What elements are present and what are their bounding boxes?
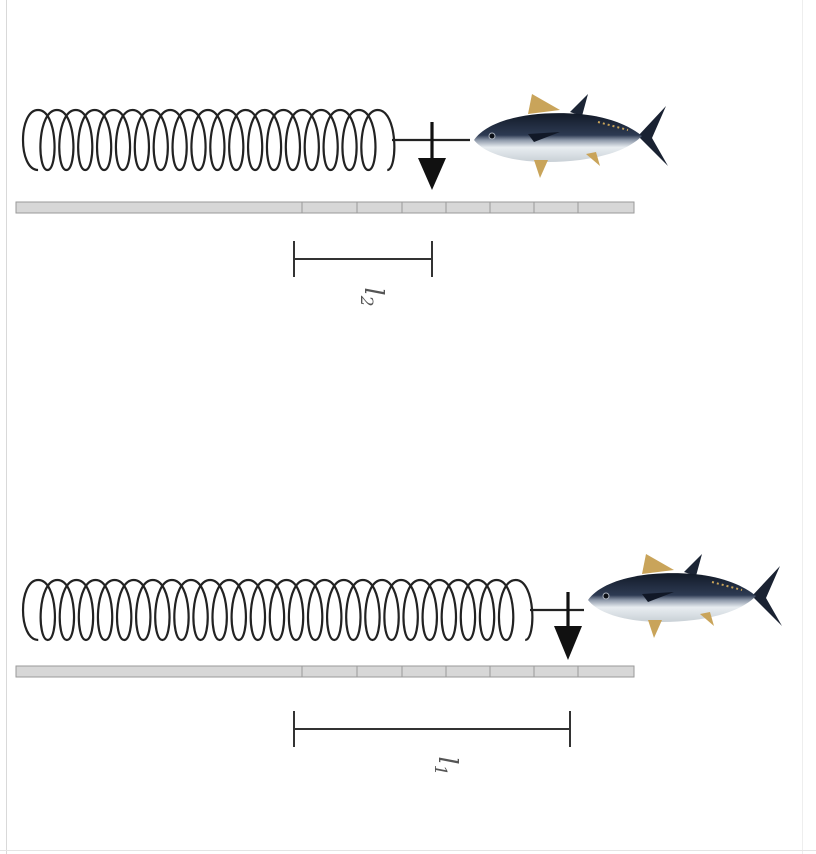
svg-text:l1: l1 xyxy=(431,756,463,775)
bottom-dimension xyxy=(293,711,571,747)
tail-fin xyxy=(638,106,668,166)
top-spring xyxy=(22,108,470,172)
length-subscript: 1 xyxy=(431,765,451,776)
left-border xyxy=(6,0,7,854)
bottom-arrow xyxy=(554,592,582,660)
svg-text:l2: l2 xyxy=(357,287,389,306)
fish-body xyxy=(474,113,642,162)
tuna-fish-icon xyxy=(474,94,668,178)
bottom-length-label: l1 xyxy=(431,756,463,775)
ruler-ticks xyxy=(301,666,579,677)
tuna-fish-icon xyxy=(588,554,782,638)
tail-fin xyxy=(752,566,782,626)
pectoral-fin xyxy=(528,132,560,142)
finlets xyxy=(597,121,629,131)
second-dorsal-fin xyxy=(684,554,702,576)
right-border xyxy=(802,0,803,854)
second-dorsal-fin xyxy=(570,94,588,116)
spring-icon xyxy=(22,578,534,642)
pelvic-fin xyxy=(648,620,662,638)
fish-eye xyxy=(602,592,610,600)
fish-eye xyxy=(488,132,496,140)
fish-body xyxy=(588,573,756,622)
bottom-spring xyxy=(22,578,584,642)
top-arrow xyxy=(418,122,446,190)
ruler-icon xyxy=(15,665,635,678)
top-panel: l2 xyxy=(15,94,668,307)
length-symbol: l xyxy=(358,287,388,295)
arrow-down-icon xyxy=(418,158,446,190)
anal-fin xyxy=(586,152,600,166)
pelvic-fin xyxy=(534,160,548,178)
dorsal-fin xyxy=(642,554,674,574)
ruler-icon xyxy=(15,201,635,214)
top-fish xyxy=(474,94,668,178)
bottom-ruler xyxy=(15,665,635,678)
ruler-ticks xyxy=(301,202,579,213)
spring-icon xyxy=(22,108,396,172)
bottom-panel: l1 xyxy=(15,554,782,776)
anal-fin xyxy=(700,612,714,626)
pectoral-fin xyxy=(642,592,674,602)
arrow-down-icon xyxy=(554,626,582,660)
top-length-label: l2 xyxy=(357,287,389,306)
dorsal-fin xyxy=(528,94,560,114)
bottom-border xyxy=(0,850,816,851)
bottom-fish xyxy=(588,554,782,638)
finlets xyxy=(711,581,743,591)
top-ruler xyxy=(15,201,635,214)
length-subscript: 2 xyxy=(357,295,377,307)
top-dimension xyxy=(293,241,433,277)
length-symbol: l xyxy=(432,756,462,764)
